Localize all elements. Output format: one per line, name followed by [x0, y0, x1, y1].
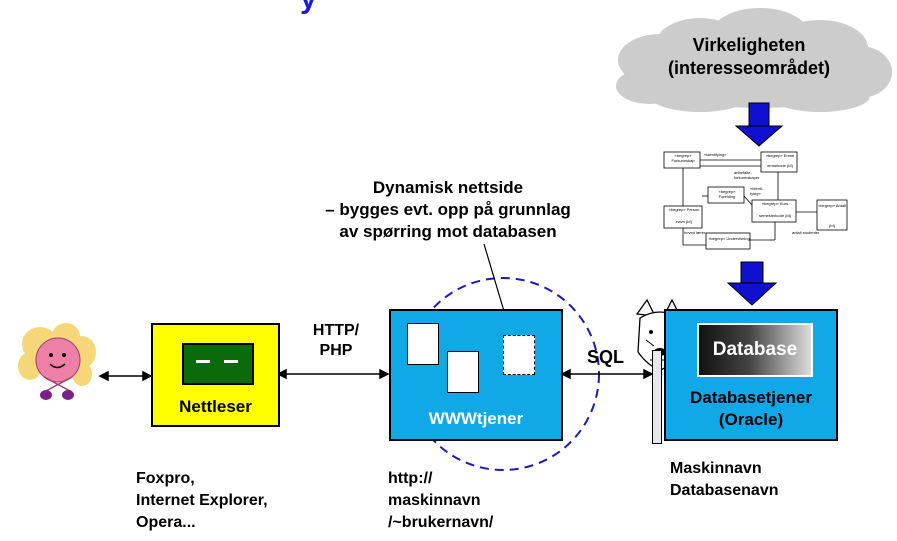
arrow-webserver-db [560, 368, 654, 380]
dbserver-label: Databasetjener (Oracle) [666, 387, 836, 431]
model-rel-identi-fying: «identi-fying» [750, 186, 764, 196]
protocol-http-line-2: PHP [319, 342, 353, 359]
dbserver-identifier-2: Databasenavn [670, 482, 779, 499]
cloud-label-line-2: (interesseområdet) [667, 58, 831, 78]
arrow-user-browser [98, 370, 153, 382]
model-rel-hovedlaerer: hoved lærer [684, 230, 706, 235]
dynamic-page-icon [503, 335, 535, 375]
webserver-address-line-1: http:// [388, 470, 433, 487]
database-badge: Database [697, 323, 813, 377]
protocol-sql-label: SQL [587, 347, 625, 367]
dynamic-note-line-2: – bygges evt. opp på grunnlag [325, 200, 571, 219]
static-page-icon [407, 323, 439, 365]
model-class-person: «begrep» Person [668, 207, 700, 212]
model-class-forkunnskap: «begrep» Forkunnskap [671, 153, 695, 163]
dynamic-note-line-1: Dynamisk nettside [372, 178, 524, 197]
webserver-address: http:// maskinnavn /~brukernavn/ [388, 468, 493, 534]
model-class-forelding: «begrep» Forelding [718, 189, 736, 199]
model-class-kurs: «begrep» Kurs [761, 201, 789, 206]
browser-example-3: Opera... [136, 514, 196, 531]
model-attr-emnekode: emnekode {id} [767, 163, 793, 168]
model-rel-anbefalte: anbefalte-forkunnskaper [734, 170, 760, 180]
cloud-label: Virkeligheten (interesseområdet) [628, 34, 870, 80]
cloud-label-line-1: Virkeligheten [692, 35, 806, 55]
conceptual-model-diagram [663, 151, 848, 250]
dbserver-label-line-1: Databasetjener [690, 388, 812, 407]
browser-label: Nettleser [179, 397, 252, 416]
dynamic-page-note: Dynamisk nettside – bygges evt. opp på g… [278, 177, 618, 243]
model-class-undervisning: «begrep» Undervisning [708, 236, 750, 241]
dynamic-note-line-3: av spørring mot databasen [339, 222, 557, 241]
arrow-model-to-db [726, 261, 778, 306]
arrow-browser-webserver [276, 368, 390, 380]
user-figure [18, 323, 96, 400]
dbserver-identifier-1: Maskinnavn [670, 460, 762, 477]
webserver-label: WWWtjener [428, 409, 524, 428]
cloud-shape [616, 8, 892, 112]
model-class-emne: «begrep» Emne [765, 153, 795, 158]
webserver-address-line-2: maskinnavn [388, 492, 481, 509]
model-labels: «begrep» Forkunnskap «begrep» Emne emnek… [664, 150, 850, 260]
model-rel-identifying: «identifying» [704, 152, 727, 157]
browser-screen-icon [182, 343, 254, 385]
model-rel-antall-studenter: antall studenter [792, 230, 820, 235]
browser-example-1: Foxpro, [136, 470, 195, 487]
model-attr-id: {id} [829, 223, 835, 228]
protocol-http-label: HTTP/ PHP [296, 321, 376, 361]
dbserver-label-line-2: (Oracle) [718, 410, 784, 429]
model-attr-navn: navn {id} [676, 219, 692, 224]
arrow-cloud-to-model [734, 102, 784, 147]
model-attr-semesterkode: semesterkode {id} [758, 213, 792, 218]
firewall-gate [652, 350, 662, 444]
browser-examples: Foxpro, Internet Explorer, Opera... [136, 468, 268, 534]
webserver-address-line-3: /~brukernavn/ [388, 514, 494, 531]
browser-example-2: Internet Explorer, [136, 492, 268, 509]
page-title: y [300, 0, 317, 16]
webserver-box: WWWtjener [389, 309, 563, 441]
model-class-antall: «begrep» Antall [818, 203, 846, 208]
static-page-icon [447, 351, 479, 393]
dbserver-identifiers: Maskinnavn Databasenavn [670, 458, 779, 502]
protocol-http-line-1: HTTP/ [312, 322, 360, 339]
